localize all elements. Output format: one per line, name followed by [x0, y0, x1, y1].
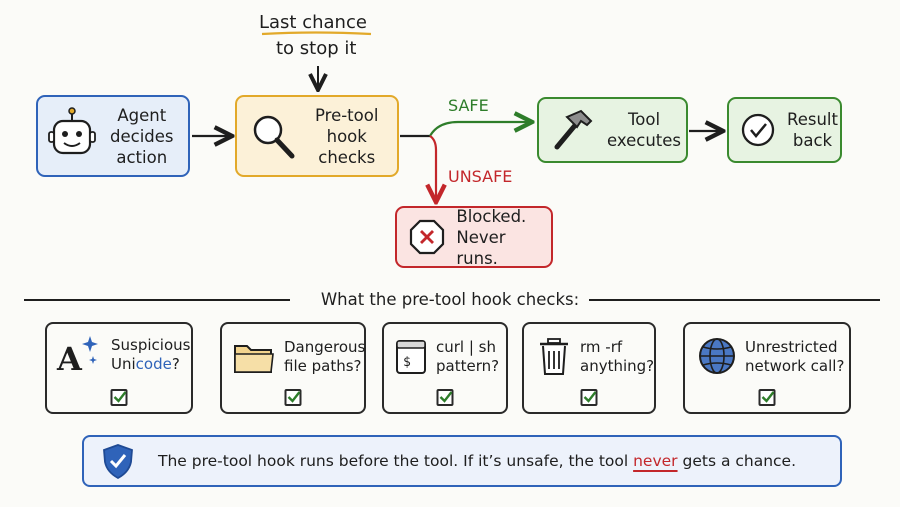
- shield-check-icon: [103, 444, 133, 480]
- hook-label-2: hook: [326, 126, 367, 146]
- checkbox-checked: [758, 389, 776, 406]
- arrow-unsafe: [430, 135, 436, 200]
- unsafe-label: UNSAFE: [448, 167, 513, 186]
- banner-part2: gets a chance.: [677, 452, 797, 470]
- robot-icon: [48, 107, 96, 155]
- check-unicode-line2a: Uni: [111, 355, 136, 373]
- checkbox-checked: [436, 389, 454, 406]
- check-card-unicode: A Suspicious Unicode?: [45, 322, 193, 414]
- node-blocked: Blocked. Never runs.: [395, 206, 553, 268]
- node-result: Result back: [727, 97, 842, 163]
- annotation-line1: Last chance: [259, 12, 367, 33]
- summary-banner: The pre-tool hook runs before the tool. …: [82, 435, 842, 487]
- agent-label-2: decides: [110, 126, 174, 146]
- checks-section-title: What the pre-tool hook checks:: [0, 290, 900, 309]
- node-agent: Agent decides action: [36, 95, 190, 177]
- checkbox-checked: [580, 389, 598, 406]
- annotation-line2: to stop it: [276, 38, 357, 59]
- check-rm-rf-line1: rm -rf: [580, 338, 623, 356]
- check-unicode-line2: Unicode?: [111, 355, 190, 374]
- svg-text:$: $: [403, 355, 411, 370]
- check-card-file-paths: Dangerous file paths?: [220, 322, 366, 414]
- agent-label-1: Agent: [117, 105, 167, 125]
- check-card-rm-rf: rm -rf anything?: [522, 322, 656, 414]
- annotation-underline: [261, 31, 372, 36]
- hook-label-1: Pre-tool: [315, 105, 379, 125]
- check-card-curl-sh: $ curl | sh pattern?: [382, 322, 508, 414]
- magnifier-icon: [253, 115, 295, 159]
- hammer-icon: [554, 109, 593, 150]
- check-card-network: Unrestricted network call?: [683, 322, 851, 414]
- terminal-icon: $: [396, 340, 426, 374]
- result-label-2: back: [792, 131, 833, 150]
- checkbox-checked: [284, 389, 302, 406]
- globe-icon: [699, 338, 735, 374]
- check-file-paths-line1: Dangerous: [284, 338, 366, 356]
- trash-icon: [540, 338, 568, 375]
- blocked-label-2: Never runs.: [456, 227, 506, 268]
- checkbox-checked: [110, 389, 128, 406]
- hook-label-3: checks: [318, 147, 376, 167]
- blocked-label-1: Blocked.: [456, 206, 527, 226]
- check-file-paths-line2: file paths?: [284, 357, 362, 375]
- check-unicode-line1: Suspicious: [111, 336, 191, 354]
- check-network-line2: network call?: [745, 357, 845, 375]
- result-label-1: Result: [787, 110, 838, 129]
- svg-text:A: A: [56, 340, 83, 378]
- tool-label-2: executes: [607, 131, 682, 150]
- check-rm-rf-line2: anything?: [580, 357, 655, 375]
- folder-icon: [234, 345, 274, 373]
- check-curl-sh-line1: curl | sh: [436, 338, 496, 356]
- tool-label-1: Tool: [627, 110, 661, 129]
- font-sparkle-icon: A: [56, 336, 98, 378]
- check-unicode-line2c: ?: [171, 355, 180, 373]
- node-pre-tool-hook: Pre-tool hook checks: [235, 95, 399, 177]
- agent-label-3: action: [116, 147, 168, 167]
- banner-part1: The pre-tool hook runs before the tool. …: [158, 452, 634, 470]
- safe-label: SAFE: [448, 96, 489, 115]
- banner-emphasis: never: [633, 452, 678, 470]
- node-tool: Tool executes: [537, 97, 688, 163]
- check-curl-sh-line2: pattern?: [436, 357, 500, 375]
- stop-sign-icon: [409, 219, 445, 255]
- check-network-line1: Unrestricted: [745, 338, 838, 356]
- arrow-safe: [429, 122, 530, 137]
- checkmark-circle-icon: [741, 113, 775, 147]
- check-unicode-line2b: code: [135, 355, 172, 373]
- checks-title-text: What the pre-tool hook checks:: [310, 290, 590, 309]
- banner-text: The pre-tool hook runs before the tool. …: [158, 452, 796, 470]
